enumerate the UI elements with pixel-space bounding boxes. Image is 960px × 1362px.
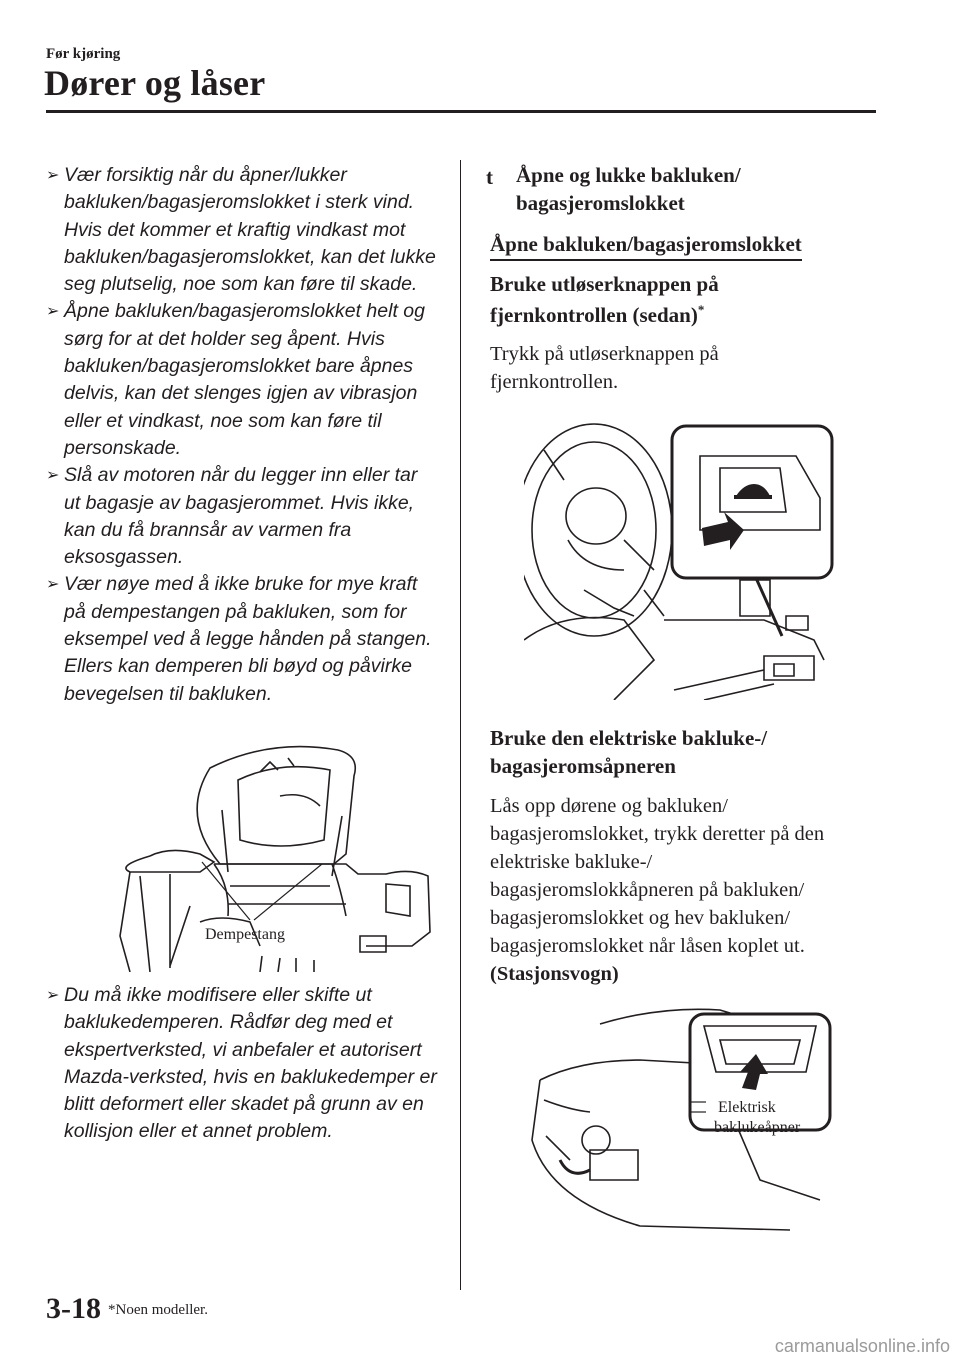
section-heading-line2: bagasjeromslokket [516,191,685,215]
warning-arrow-icon: ➢ [46,467,60,485]
title-rule [46,110,876,113]
warning-arrow-icon: ➢ [46,576,60,594]
warning-list-bottom: ➢Du må ikke modifisere eller skifte ut b… [46,982,438,1146]
subheading: Åpne bakluken/bagasjeromslokket [490,232,802,261]
warning-item: ➢Åpne bakluken/bagasjeromslokket helt og… [46,300,425,459]
electric-opener-figure: Elektrisk baklukeåpner [531,1008,832,1231]
section-heading-line1: Åpne og lukke bakluken/ [516,163,741,187]
method1-text-line2: fjernkontrollen. [490,371,619,393]
warning-item: ➢Vær forsiktig når du åpner/lukker baklu… [46,164,436,296]
page-title: Dører og låser [44,63,266,103]
watermark: carmanualsonline.info [774,1336,950,1356]
method2-heading-line2: bagasjeromsåpneren [490,754,676,778]
warning-arrow-icon: ➢ [46,987,60,1004]
figure-label-damper: Dempestang [205,926,285,943]
remote-release-figure [524,423,834,700]
column-divider [460,160,461,1290]
warning-item: ➢Vær nøye med å ikke bruke for mye kraft… [46,573,432,705]
warning-item: ➢Du må ikke modifisere eller skifte ut b… [46,984,437,1143]
tailgate-damper-figure: Dempestang [119,745,431,972]
method1-heading-line1: Bruke utløserknappen på [490,272,719,296]
figure-label-opener-line2: baklukeåpner [714,1119,801,1136]
figure-label-opener-line1: Elektrisk [718,1099,776,1116]
page-number: 3-18 [46,1292,101,1325]
warning-list-top: ➢Vær forsiktig når du åpner/lukker baklu… [46,162,438,708]
method2-text: Lås opp dørene og bakluken/ bagasjeromsl… [490,795,825,985]
footnote: *Noen modeller. [108,1302,208,1318]
method1-heading-line2: fjernkontrollen (sedan)* [490,302,705,327]
section-marker: t [486,165,493,189]
method1-text-line1: Trykk på utløserknappen på [490,343,719,365]
warning-arrow-icon: ➢ [46,167,60,184]
section-label: Før kjøring [46,46,121,62]
warning-item: ➢Slå av motoren når du legger inn eller … [46,464,418,569]
warning-arrow-icon: ➢ [46,303,60,321]
method2-heading-line1: Bruke den elektriske bakluke-/ [490,726,768,750]
